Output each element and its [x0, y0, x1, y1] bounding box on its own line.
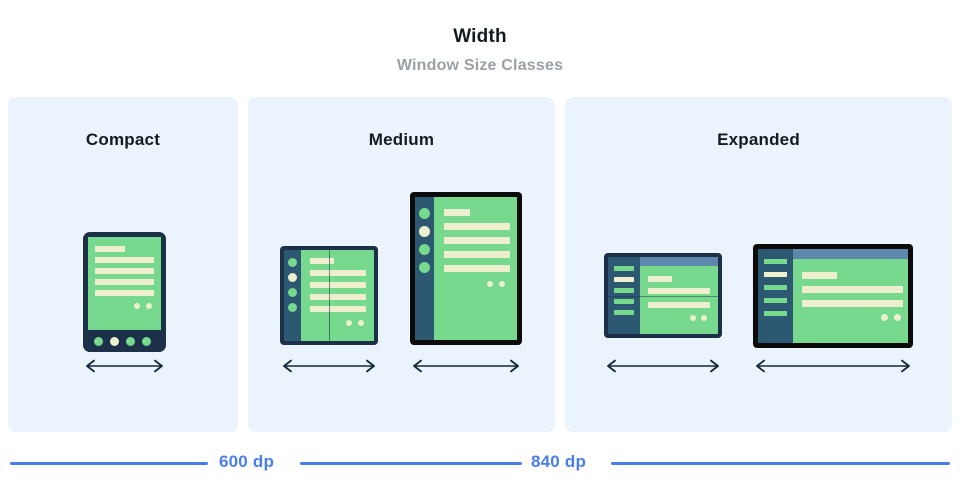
foldable-portrait-device: [280, 246, 378, 345]
content-bar: [444, 209, 470, 216]
nav-item[interactable]: [142, 337, 151, 346]
content-bar: [95, 268, 154, 274]
rail-item-selected[interactable]: [764, 272, 787, 277]
double-headed-arrow-icon: [410, 357, 522, 375]
content-bar: [648, 288, 710, 294]
content-bar: [310, 282, 366, 288]
content-bar: [444, 265, 510, 272]
content-bar: [95, 257, 154, 263]
ruler-label: 840 dp: [531, 452, 587, 471]
panel-title-expanded: Expanded: [717, 130, 800, 149]
foldable-landscape-device: [604, 253, 722, 338]
navigation-rail: [415, 197, 434, 340]
panel-expanded: Expanded: [565, 97, 952, 432]
ruler-label: 600 dp: [219, 452, 275, 471]
navigation-rail: [284, 250, 301, 341]
diagram-header: Width Window Size Classes: [0, 0, 960, 76]
content-dot: [487, 281, 493, 287]
rail-item[interactable]: [764, 311, 787, 316]
panel-compact: Compact: [8, 97, 238, 432]
rail-item[interactable]: [614, 288, 634, 293]
content-bar: [648, 302, 710, 308]
content-bar: [310, 270, 366, 276]
navigation-rail: [758, 249, 793, 343]
rail-item[interactable]: [288, 258, 297, 267]
rail-item[interactable]: [614, 266, 634, 271]
navigation-rail: [608, 257, 640, 334]
content-bar: [802, 286, 903, 293]
ruler-segment: [10, 462, 208, 465]
content-bar: [310, 258, 334, 264]
page-subtitle: Window Size Classes: [396, 57, 564, 74]
rail-item[interactable]: [419, 244, 430, 255]
content-dot: [881, 314, 888, 321]
content-bar: [444, 251, 510, 258]
rail-item-selected[interactable]: [288, 273, 297, 282]
rail-item[interactable]: [764, 285, 787, 290]
content-dot: [358, 320, 364, 326]
tablet-landscape-device: [753, 244, 913, 348]
content-bar: [802, 272, 837, 279]
double-headed-arrow-icon: [604, 357, 722, 375]
content-bar: [648, 276, 672, 282]
double-headed-arrow-icon: [753, 357, 913, 375]
phone-portrait-device: [83, 232, 166, 352]
content-dot: [894, 314, 901, 321]
content-dot: [134, 303, 140, 309]
bottom-navigation-bar: [88, 330, 161, 352]
ruler-segment: [300, 462, 490, 465]
content-bar: [310, 306, 366, 312]
rail-item[interactable]: [614, 310, 634, 315]
rail-item-selected[interactable]: [419, 226, 430, 237]
content-bar: [95, 246, 125, 252]
rail-item[interactable]: [288, 288, 297, 297]
fold-crease-line: [608, 296, 718, 297]
rail-item-selected[interactable]: [614, 277, 634, 282]
fold-crease-line: [329, 250, 330, 341]
tablet-portrait-device: [410, 192, 522, 345]
content-bar: [310, 294, 366, 300]
content-bar: [802, 300, 903, 307]
content-bar: [444, 223, 510, 230]
content-dot: [346, 320, 352, 326]
rail-item[interactable]: [288, 303, 297, 312]
content-bar: [444, 237, 510, 244]
content-dot: [690, 315, 696, 321]
content-bar: [95, 279, 154, 285]
panel-title-compact: Compact: [85, 130, 161, 149]
double-headed-arrow-icon: [83, 357, 166, 375]
top-app-bar: [793, 249, 908, 259]
content-dot: [499, 281, 505, 287]
nav-item[interactable]: [126, 337, 135, 346]
content-dot: [146, 303, 152, 309]
page-title: Width: [453, 26, 507, 47]
ruler-segment: [480, 462, 522, 465]
top-app-bar: [640, 257, 718, 266]
rail-item[interactable]: [419, 208, 430, 219]
double-headed-arrow-icon: [280, 357, 378, 375]
panel-medium: Medium: [248, 97, 555, 432]
nav-item[interactable]: [94, 337, 103, 346]
rail-item[interactable]: [764, 259, 787, 264]
nav-item-selected[interactable]: [110, 337, 119, 346]
panel-title-medium: Medium: [368, 130, 435, 149]
content-bar: [95, 290, 154, 296]
rail-item[interactable]: [419, 262, 430, 273]
content-dot: [701, 315, 707, 321]
ruler-segment: [611, 462, 950, 465]
rail-item[interactable]: [764, 298, 787, 303]
rail-item[interactable]: [614, 299, 634, 304]
